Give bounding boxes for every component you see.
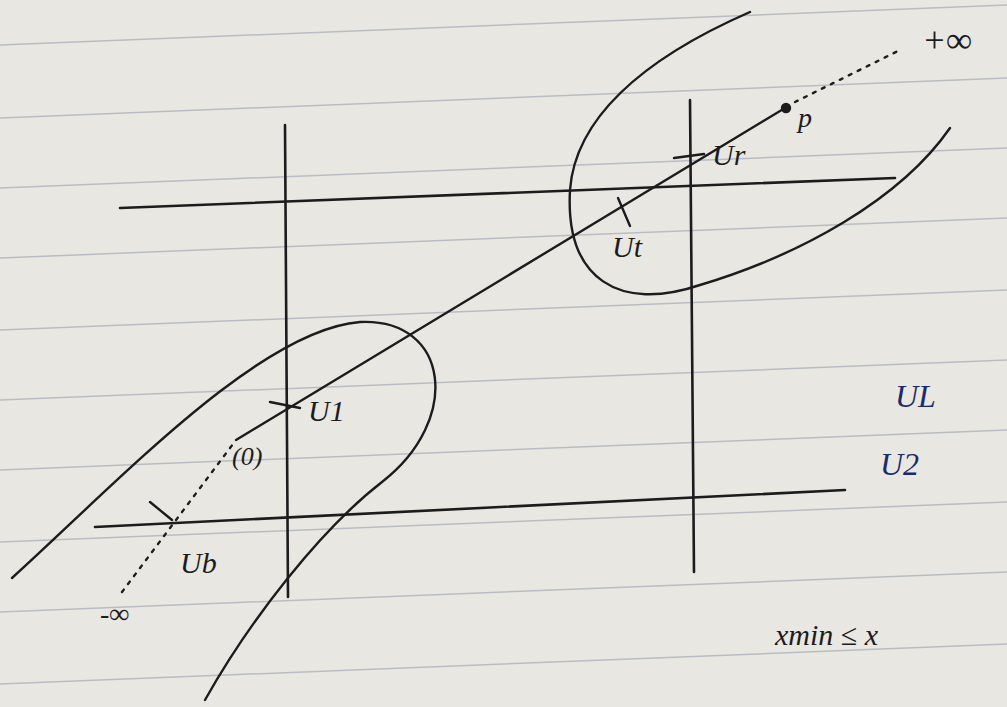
sketch-label: p [798, 104, 812, 132]
sketch-label: +∞ [922, 22, 972, 58]
sketch-label: (0) [232, 444, 262, 470]
sketch-label: UL [895, 380, 936, 412]
ruled-lines [0, 5, 1007, 684]
sketch-label: Ub [180, 548, 217, 578]
region-loops [12, 12, 950, 700]
sketch-label: Ur [712, 140, 745, 170]
sketch-label: xmin ≤ x [775, 620, 878, 650]
line-segment [122, 50, 900, 592]
sketch-label: Ut [612, 232, 642, 262]
sketch-label: -∞ [100, 600, 129, 628]
sketch-label: U1 [308, 396, 345, 426]
clip-window [95, 100, 895, 597]
sketch-label: U2 [880, 448, 919, 480]
